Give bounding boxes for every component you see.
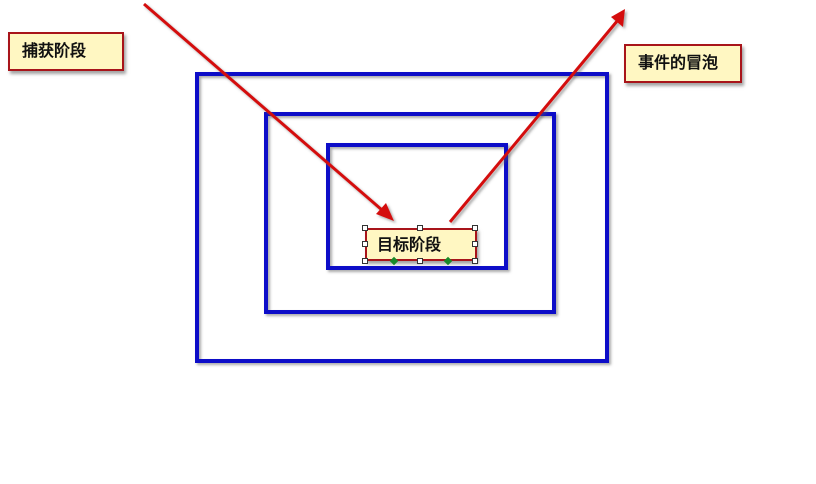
target-phase-label[interactable]: 目标阶段: [365, 228, 477, 261]
inner-frame: [326, 143, 508, 270]
selection-handle-bottom-left[interactable]: [362, 258, 368, 264]
selection-handle-middle-right[interactable]: [472, 241, 478, 247]
bubble-arrow: [448, 9, 625, 223]
selection-handle-bottom-center[interactable]: [417, 258, 423, 264]
selection-handle-top-center[interactable]: [417, 225, 423, 231]
middle-frame: [264, 112, 556, 314]
capture-arrow: [143, 2, 394, 221]
selection-handle-top-left[interactable]: [362, 225, 368, 231]
bubble-phase-label: 事件的冒泡: [624, 44, 742, 83]
capture-phase-label: 捕获阶段: [8, 32, 124, 71]
outer-frame: [195, 72, 609, 363]
selection-handle-bottom-right[interactable]: [472, 258, 478, 264]
selection-handle-top-right[interactable]: [472, 225, 478, 231]
selection-handle-middle-left[interactable]: [362, 241, 368, 247]
